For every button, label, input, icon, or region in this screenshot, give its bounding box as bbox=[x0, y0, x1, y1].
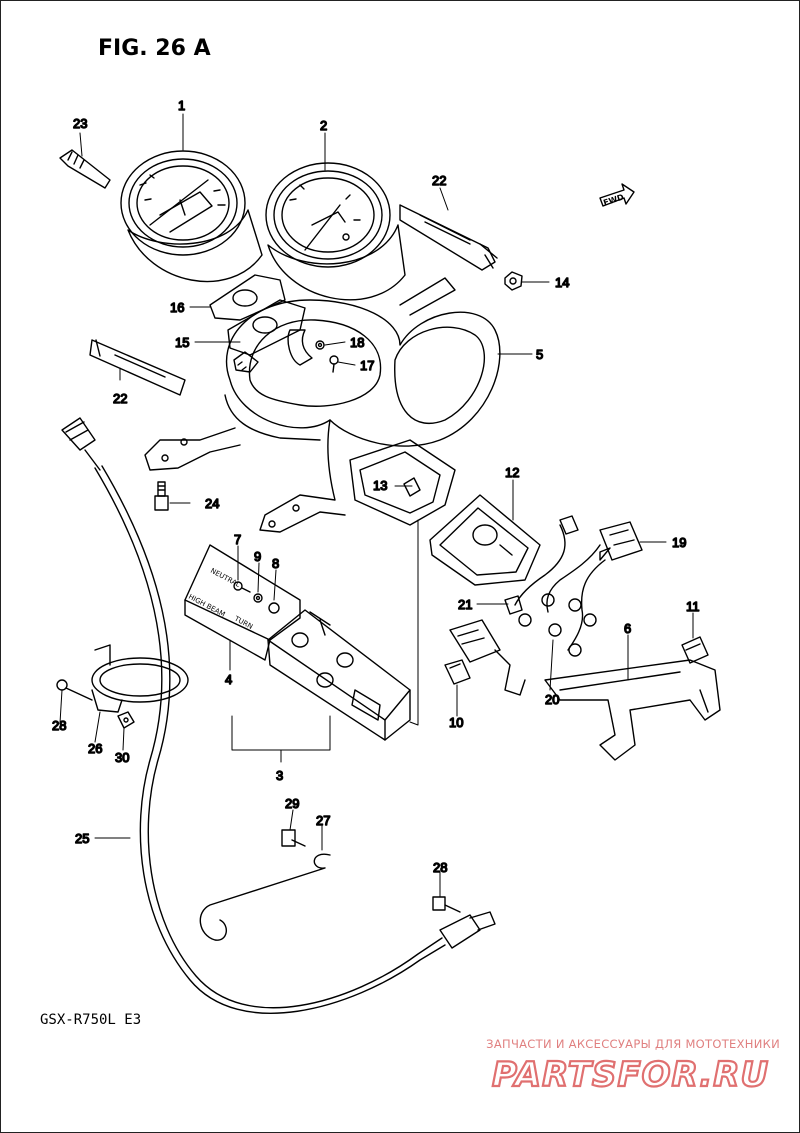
callout-28-left: 28 bbox=[52, 718, 66, 733]
callout-25: 25 bbox=[75, 831, 89, 846]
callout-4: 4 bbox=[225, 672, 232, 687]
cover-11 bbox=[681, 636, 709, 664]
callout-13: 13 bbox=[373, 478, 387, 493]
neutral-label: NEUTRAL bbox=[209, 567, 241, 589]
callout-24: 24 bbox=[205, 496, 219, 511]
washer-18 bbox=[315, 340, 325, 350]
callout-6: 6 bbox=[624, 621, 631, 636]
callout-23: 23 bbox=[73, 116, 87, 131]
callout-22-left: 22 bbox=[113, 391, 127, 406]
callout-8: 8 bbox=[272, 556, 279, 571]
tachometer-gauge bbox=[265, 162, 406, 301]
callout-18: 18 bbox=[350, 335, 364, 350]
callout-27: 27 bbox=[316, 813, 330, 828]
callout-numbers: 1 2 3 4 5 6 7 8 9 10 11 12 13 14 15 16 1… bbox=[51, 97, 700, 875]
watermark-logo: PARTSFOR.RU bbox=[491, 1054, 769, 1094]
bulb-holder-10 bbox=[444, 659, 471, 685]
callout-12: 12 bbox=[505, 465, 519, 480]
bracket-6 bbox=[544, 659, 721, 761]
callout-29: 29 bbox=[285, 796, 299, 811]
callout-5: 5 bbox=[536, 347, 543, 362]
bolt-24 bbox=[154, 481, 169, 511]
wiring-harness-19 bbox=[514, 515, 643, 651]
callout-22-top: 22 bbox=[432, 173, 446, 188]
cushion-22-left bbox=[89, 339, 186, 396]
callout-14: 14 bbox=[555, 275, 569, 290]
callout-7: 7 bbox=[234, 532, 241, 547]
bulb-21 bbox=[504, 595, 523, 615]
bolt-29 bbox=[281, 829, 306, 847]
callout-3: 3 bbox=[276, 768, 283, 783]
spring-27 bbox=[199, 853, 331, 941]
cushion-22-top bbox=[399, 204, 498, 271]
connector bbox=[449, 619, 526, 696]
bolt-28-lower bbox=[432, 896, 461, 913]
washer-9 bbox=[253, 593, 263, 603]
callout-16: 16 bbox=[170, 300, 184, 315]
fwd-label: FWD bbox=[602, 192, 625, 207]
callout-21: 21 bbox=[458, 597, 472, 612]
speedometer-gauge bbox=[120, 150, 263, 283]
callout-15: 15 bbox=[175, 335, 189, 350]
bulb-sockets-20 bbox=[518, 593, 597, 657]
nut-30 bbox=[117, 711, 135, 729]
leader-lines bbox=[59, 113, 694, 898]
meter-case bbox=[144, 277, 501, 533]
indicator-panel-12 bbox=[429, 494, 541, 586]
figure-title: FIG. 26 A bbox=[98, 36, 211, 61]
turn-label: TURN bbox=[232, 614, 254, 631]
callout-26: 26 bbox=[88, 741, 102, 756]
callout-28-lower: 28 bbox=[433, 860, 447, 875]
callout-11: 11 bbox=[686, 599, 700, 614]
high-beam-label: HIGH BEAM bbox=[187, 593, 226, 619]
indicator-housing-4: NEUTRAL HIGH BEAM TURN bbox=[184, 544, 301, 661]
speedometer-cable-25 bbox=[61, 417, 496, 1014]
callout-17: 17 bbox=[360, 358, 374, 373]
socket-13 bbox=[349, 439, 456, 526]
callout-19: 19 bbox=[672, 535, 686, 550]
callout-2: 2 bbox=[320, 118, 327, 133]
watermark-tagline: ЗАПЧАСТИ И АКСЕССУАРЫ ДЛЯ МОТОТЕХНИКИ bbox=[486, 1037, 780, 1051]
callout-30: 30 bbox=[115, 750, 129, 765]
speedometer-gear-15 bbox=[227, 299, 313, 373]
model-label: GSX-R750L E3 bbox=[40, 1012, 142, 1028]
callout-10: 10 bbox=[449, 715, 463, 730]
callout-20: 20 bbox=[545, 692, 559, 707]
clamp-26 bbox=[91, 644, 189, 713]
callout-1: 1 bbox=[178, 98, 185, 113]
bulb-23 bbox=[59, 149, 111, 189]
screw-17 bbox=[329, 355, 339, 373]
nut-14 bbox=[504, 271, 523, 291]
screw-7 bbox=[233, 581, 251, 593]
indicator-base-3 bbox=[267, 609, 411, 741]
callout-9: 9 bbox=[254, 549, 261, 564]
watermark-logo-text: PARTSFOR.RU bbox=[492, 1055, 769, 1094]
gasket-16 bbox=[209, 274, 286, 321]
bulb-8 bbox=[268, 602, 280, 614]
forward-arrow-icon: FWD bbox=[599, 183, 635, 208]
